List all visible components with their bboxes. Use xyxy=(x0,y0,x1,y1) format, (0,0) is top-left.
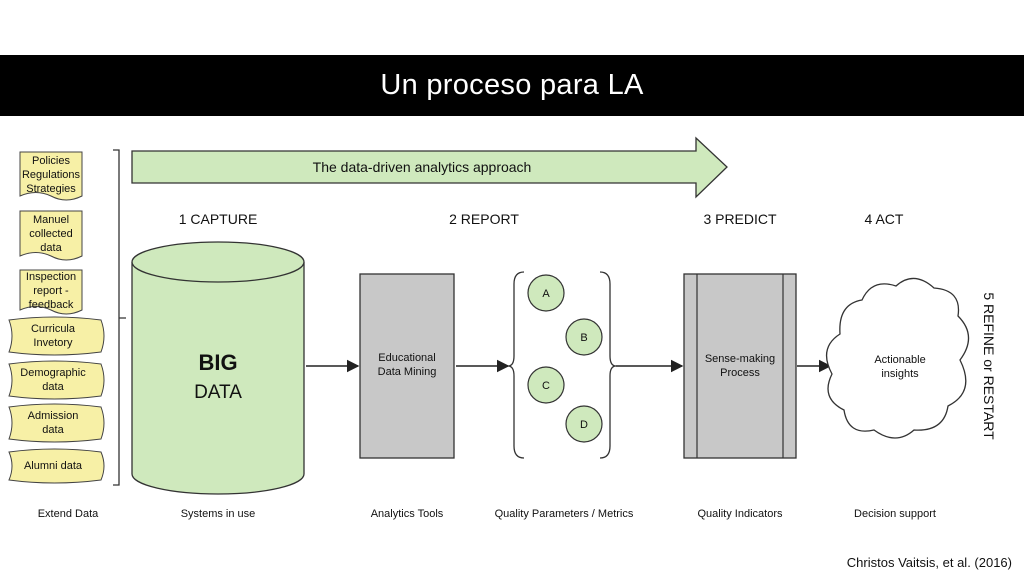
source-doc-label: collected xyxy=(29,228,72,240)
source-doc-label: feedback xyxy=(29,299,74,311)
metric-label: A xyxy=(542,288,550,300)
citation: Christos Vaitsis, et al. (2016) xyxy=(846,555,1012,570)
stage-predict-label: 3 PREDICT xyxy=(703,211,777,227)
source-tape-label: Admission xyxy=(28,410,79,422)
metric-label: C xyxy=(542,380,550,392)
approach-arrow xyxy=(131,136,728,199)
metric-circle xyxy=(565,318,603,356)
sensemaking-label: Process xyxy=(720,367,760,379)
stage-refine-label: 5 REFINE or RESTART xyxy=(981,292,997,440)
source-doc-label: Regulations xyxy=(22,169,81,181)
bottom-label-extend: Extend Data xyxy=(38,508,99,520)
metrics-left-brace xyxy=(507,271,525,459)
source-doc-label: Manuel xyxy=(33,214,69,226)
bottom-label-tools: Analytics Tools xyxy=(371,508,444,520)
source-tape-label: data xyxy=(42,424,64,436)
source-tape-label: Invetory xyxy=(33,337,73,349)
stage-report-label: 2 REPORT xyxy=(449,211,519,227)
source-tape xyxy=(8,403,105,443)
source-doc-label: data xyxy=(40,242,62,254)
stage-capture-label: 1 CAPTURE xyxy=(179,211,258,227)
bottom-label-quality-indicators: Quality Indicators xyxy=(698,508,783,520)
source-tape xyxy=(8,448,105,484)
source-tape-label: Curricula xyxy=(31,323,76,335)
bottom-label-decision: Decision support xyxy=(854,508,936,520)
metric-label: B xyxy=(580,332,587,344)
edm-box xyxy=(359,273,455,459)
edm-label: Educational xyxy=(378,352,436,364)
data-source-docs: Policies Regulations Strategies Manuel c… xyxy=(19,151,83,315)
bottom-label-quality-params: Quality Parameters / Metrics xyxy=(495,508,634,520)
source-doc-label: Inspection xyxy=(26,271,76,283)
source-doc-label: report - xyxy=(33,285,69,297)
source-doc xyxy=(19,151,83,201)
page-title: Un proceso para LA xyxy=(380,69,644,101)
source-tape-label: Alumni data xyxy=(24,460,83,472)
insights-label: Actionable xyxy=(874,354,925,366)
source-doc xyxy=(19,269,83,315)
big-data-cylinder: BIG DATA xyxy=(131,241,305,495)
metrics-right-brace xyxy=(599,271,617,459)
source-doc-label: Strategies xyxy=(26,183,76,195)
bottom-label-systems: Systems in use xyxy=(181,508,256,520)
insights-label: insights xyxy=(881,368,919,380)
sensemaking-box xyxy=(683,273,797,459)
sensemaking-label: Sense-making xyxy=(705,353,775,365)
source-tape xyxy=(8,316,105,356)
metric-circle xyxy=(565,405,603,443)
metric-circle xyxy=(527,274,565,312)
metric-label: D xyxy=(580,419,588,431)
big-data-sublabel: DATA xyxy=(194,382,242,403)
insights-cloud xyxy=(825,277,970,439)
data-source-tapes: Curricula Invetory Demographic data Admi… xyxy=(8,316,105,484)
approach-arrow-label: The data-driven analytics approach xyxy=(313,159,532,175)
source-tape-label: data xyxy=(42,381,64,393)
edm-label: Data Mining xyxy=(378,366,437,378)
big-data-label: BIG xyxy=(198,350,237,375)
source-doc xyxy=(19,210,83,261)
source-tape-label: Demographic xyxy=(20,367,86,379)
metric-circle xyxy=(527,366,565,404)
stage-act-label: 4 ACT xyxy=(865,211,904,227)
title-bar: Un proceso para LA xyxy=(0,55,1024,116)
source-tape xyxy=(8,360,105,400)
source-doc-label: Policies xyxy=(32,155,70,167)
sources-bracket xyxy=(113,149,126,486)
